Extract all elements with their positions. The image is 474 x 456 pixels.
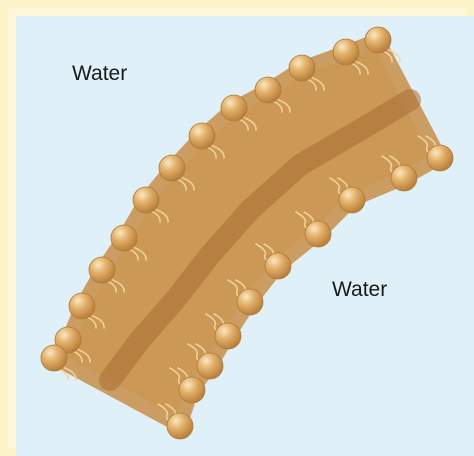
phospholipid-head xyxy=(197,353,223,379)
phospholipid-head xyxy=(41,345,67,371)
phospholipid-head xyxy=(189,123,215,149)
phospholipid-head xyxy=(265,253,291,279)
phospholipid-head xyxy=(289,55,315,81)
phospholipid-head xyxy=(111,225,137,251)
phospholipid-head xyxy=(305,221,331,247)
phospholipid-head xyxy=(133,187,159,213)
phospholipid-head xyxy=(237,289,263,315)
water-label-top: Water xyxy=(72,62,127,86)
phospholipid-head xyxy=(167,413,193,439)
water-label-bottom: Water xyxy=(332,278,387,302)
phospholipid-head xyxy=(159,155,185,181)
phospholipid-head xyxy=(221,95,247,121)
phospholipid-head xyxy=(365,27,391,53)
phospholipid-head xyxy=(427,145,453,171)
phospholipid-head xyxy=(339,187,365,213)
phospholipid-head xyxy=(215,323,241,349)
phospholipid-head xyxy=(69,293,95,319)
phospholipid-head xyxy=(179,377,205,403)
phospholipid-head xyxy=(255,77,281,103)
phospholipid-head xyxy=(391,165,417,191)
phospholipid-head xyxy=(89,257,115,283)
phospholipid-head xyxy=(333,39,359,65)
